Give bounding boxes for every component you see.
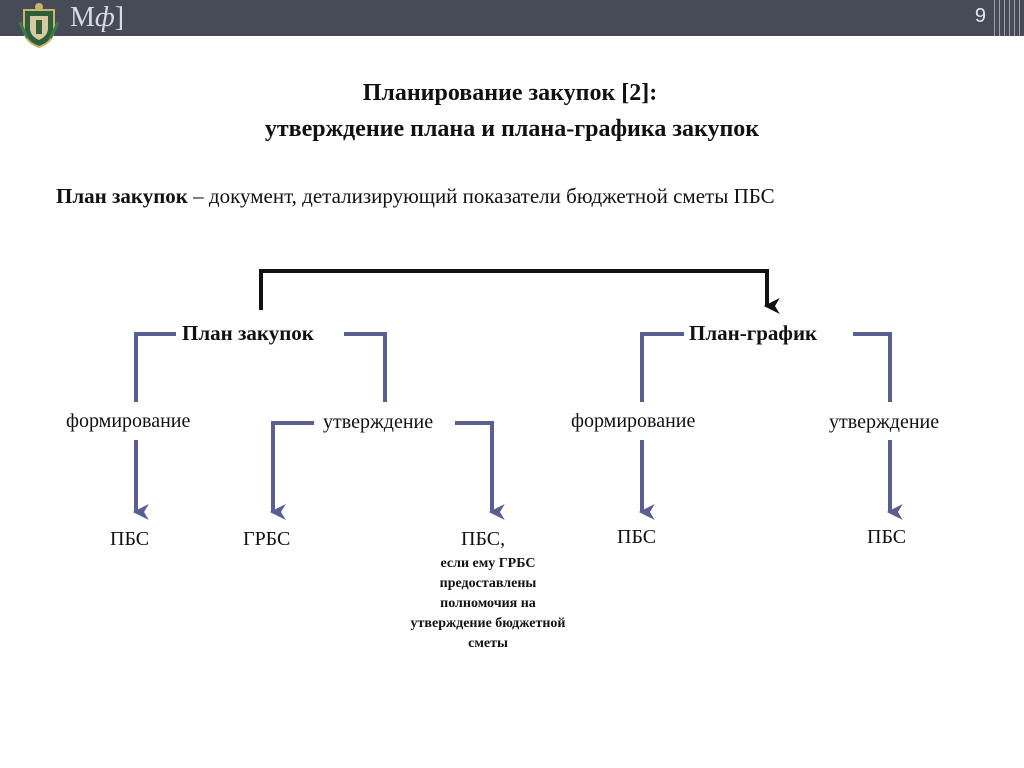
plan-node: План закупок <box>182 321 314 345</box>
schedule-approval-label: утверждение <box>829 411 940 433</box>
plan-to-forming-line <box>134 332 176 402</box>
header-stripes <box>994 0 1024 36</box>
pbs-leaf-4: ПБС <box>867 526 907 548</box>
definition-term: План закупок <box>56 184 188 208</box>
schedule-to-forming-line <box>640 332 684 402</box>
pbs-condition-note: если ему ГРБС предоставлены полномочия н… <box>410 556 566 651</box>
pbs-leaf-2: ПБС, <box>461 528 506 550</box>
definition-text: План закупок – документ, детализирующий … <box>56 184 775 209</box>
schedule-forming-label: формирование <box>571 410 696 432</box>
pbs-leaf-1: ПБС <box>110 528 150 550</box>
schedule-node: План-график <box>689 321 818 345</box>
grbs-leaf: ГРБС <box>243 528 291 550</box>
pbs-leaf-3: ПБС <box>617 526 657 548</box>
header-bar: Мф] 9 <box>0 0 1024 48</box>
plan-forming-label: формирование <box>66 410 191 432</box>
approval-to-grbs-arrow <box>269 421 314 520</box>
definition-body: – документ, детализирующий показатели бю… <box>187 184 775 208</box>
emblem-icon <box>18 3 60 48</box>
brand-logotype: Мф] <box>70 2 125 33</box>
slide-title-line1: Планирование закупок [2]: <box>362 80 658 106</box>
top-connector-arrow <box>259 269 780 314</box>
plan-to-approval-line <box>344 332 387 402</box>
plan-approval-label: утверждение <box>323 411 434 433</box>
page-number: 9 <box>974 5 986 27</box>
slide-title-line2: утверждение плана и плана-графика закупо… <box>264 116 760 142</box>
approval-to-pbs-arrow <box>455 421 505 520</box>
schedule-to-approval-line <box>853 332 892 402</box>
